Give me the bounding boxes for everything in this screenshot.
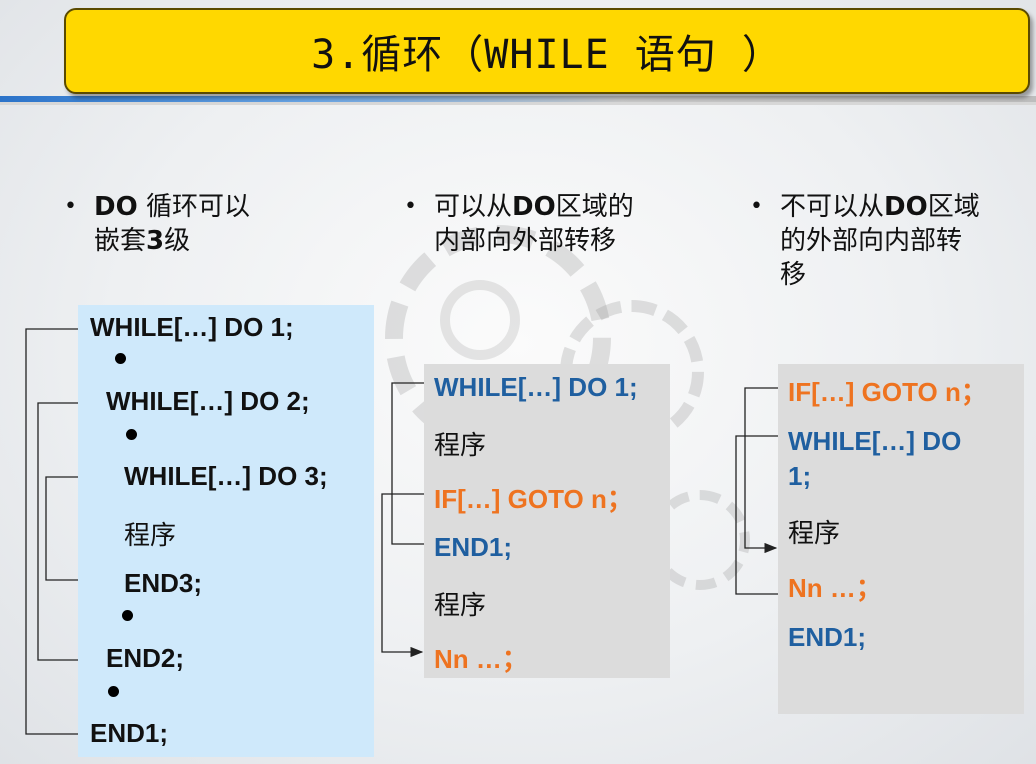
bullet-line-1: 可以从DO区域的 <box>434 190 634 224</box>
bullet-text-part: 区域的 <box>555 192 634 222</box>
code-panel-jump-in <box>778 364 1024 714</box>
code-line-program: 程序 <box>788 519 841 549</box>
title-banner: 3.循环（WHILE 语句 ） <box>64 8 1030 94</box>
bold-number: 3 <box>146 226 165 256</box>
code-line-end1: END1; <box>434 532 513 562</box>
bracket-loop-3 <box>45 476 78 581</box>
code-panel-jump-out <box>424 364 670 678</box>
bullet-dot: • <box>750 194 763 219</box>
code-line-while1: WHILE[…] DO 1; <box>434 372 638 402</box>
bullet-line-2: 内部向外部转移 <box>434 226 617 256</box>
bullet-text-part: 不可以从 <box>780 192 885 222</box>
bullet-line-2: 嵌套3级 <box>94 224 250 258</box>
code-line-label-n: Nn …； <box>788 573 882 603</box>
bullet-item-outside-in: • 不可以从DO区域 的外部向内部转 移 <box>750 190 1030 300</box>
bullet-text-part: 可以从 <box>434 192 513 222</box>
bullet-line-1: DO 循环可以 <box>94 190 250 224</box>
bracket-loop-1 <box>735 435 778 595</box>
bullet-dot <box>108 686 119 697</box>
code-line-while2: WHILE[…] DO 2; <box>106 386 310 416</box>
bracket-loop-1 <box>391 382 424 545</box>
bullet-dot <box>115 353 126 364</box>
code-line-while1: WHILE[…] DO 1; <box>90 312 294 342</box>
bullet-dot: • <box>64 194 77 219</box>
bullet-text-part: 级 <box>164 226 191 256</box>
bullet-text-part: 区域 <box>927 192 980 222</box>
jump-arrow-out <box>381 493 424 658</box>
bracket-loop-2 <box>37 402 78 661</box>
bullet-dot <box>122 610 133 621</box>
code-panel-nested <box>78 305 374 757</box>
header-accent-bar <box>0 96 1036 102</box>
bullet-dot <box>126 429 137 440</box>
bold-keyword: DO <box>512 192 556 222</box>
bullet-text: 可以从DO区域的 内部向外部转移 <box>434 190 634 258</box>
bullet-text-part: 循环可以 <box>137 192 250 222</box>
bullet-item-nesting: • DO 循环可以 嵌套3级 <box>64 190 364 270</box>
bullet-text-part: 嵌套 <box>94 226 147 256</box>
bullet-line-3: 移 <box>780 260 807 290</box>
bullet-line-1: 不可以从DO区域 <box>780 190 980 224</box>
bold-keyword: DO <box>94 192 138 222</box>
gear-icon <box>440 280 520 360</box>
header-accent-shadow <box>0 102 1036 105</box>
code-line-label-n: Nn …； <box>434 644 528 674</box>
bullet-line-2: 的外部向内部转 <box>780 226 963 256</box>
code-line-end1: END1; <box>90 718 169 748</box>
bullet-dot: • <box>404 194 417 219</box>
code-line-program: 程序 <box>124 521 177 551</box>
code-line-while1-cont: 1; <box>788 461 812 491</box>
code-line-end2: END2; <box>106 643 185 673</box>
jump-arrow-in <box>744 387 778 554</box>
bold-keyword: DO <box>884 192 928 222</box>
page-title: 3.循环（WHILE 语句 ） <box>311 32 783 78</box>
code-line-if-goto: IF[…] GOTO n； <box>434 484 633 514</box>
code-line-program: 程序 <box>434 431 487 461</box>
code-line-end1: END1; <box>788 622 867 652</box>
code-line-program: 程序 <box>434 591 487 621</box>
code-line-while1: WHILE[…] DO <box>788 426 962 456</box>
code-line-if-goto: IF[…] GOTO n； <box>788 377 987 407</box>
bullet-text: 不可以从DO区域 的外部向内部转 移 <box>780 190 980 292</box>
bullet-text: DO 循环可以 嵌套3级 <box>94 190 250 258</box>
code-line-while3: WHILE[…] DO 3; <box>124 461 328 491</box>
bullet-item-inside-out: • 可以从DO区域的 内部向外部转移 <box>404 190 704 270</box>
bracket-loop-1 <box>25 328 78 735</box>
code-line-end3: END3; <box>124 568 203 598</box>
